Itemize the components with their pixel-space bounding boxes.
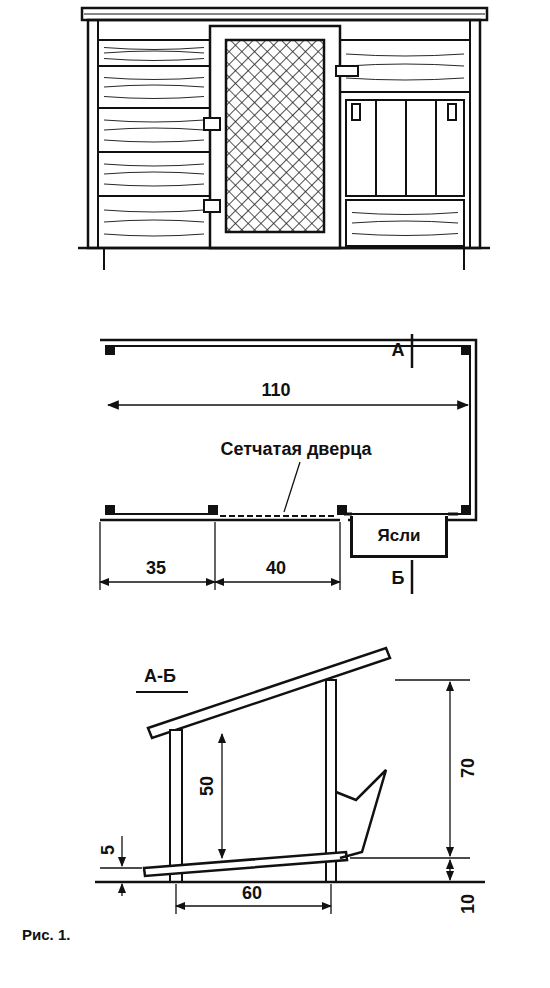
- wood-grain: [104, 234, 204, 236]
- plan-view: [100, 334, 476, 594]
- section-view: [95, 648, 485, 914]
- dimension-label: 60: [242, 884, 262, 902]
- section-mark: Б: [392, 569, 405, 587]
- wood-grain: [346, 54, 464, 56]
- dimension-label: 110: [261, 381, 290, 399]
- dimension-label: 10: [459, 894, 477, 914]
- wood-grain: [352, 221, 458, 223]
- dimension-label: 35: [146, 559, 166, 577]
- wood-grain: [104, 59, 204, 61]
- wood-grain: [104, 51, 204, 53]
- part-label: Ясли: [378, 526, 421, 546]
- dimension-label: 50: [198, 776, 216, 796]
- wood-grain: [104, 128, 204, 130]
- wood-grain: [104, 140, 204, 142]
- dimension-label: 5: [99, 845, 117, 855]
- part-label: Сетчатая дверца: [218, 439, 375, 459]
- wood-grain: [104, 120, 204, 122]
- manger-box: Ясли: [350, 516, 448, 558]
- wood-grain: [104, 210, 204, 212]
- wood-grain: [104, 78, 204, 80]
- wood-grain: [104, 164, 204, 166]
- wood-grain: [346, 78, 464, 80]
- dimension-label: 40: [266, 559, 286, 577]
- wood-grain: [104, 48, 204, 50]
- dimension-label: 70: [459, 758, 477, 778]
- wood-grain: [104, 85, 204, 87]
- section-mark: А: [392, 341, 405, 359]
- wood-grain: [104, 184, 204, 186]
- wood-grain: [104, 220, 204, 222]
- wood-grain: [352, 213, 458, 215]
- section-mark: А-Б: [144, 667, 176, 685]
- figure-caption: Рис. 1.: [22, 926, 70, 943]
- front-view: [78, 8, 490, 270]
- wood-grain: [346, 64, 464, 66]
- wood-grain: [352, 234, 458, 236]
- wood-grain: [104, 97, 204, 99]
- wood-grain: [104, 172, 204, 174]
